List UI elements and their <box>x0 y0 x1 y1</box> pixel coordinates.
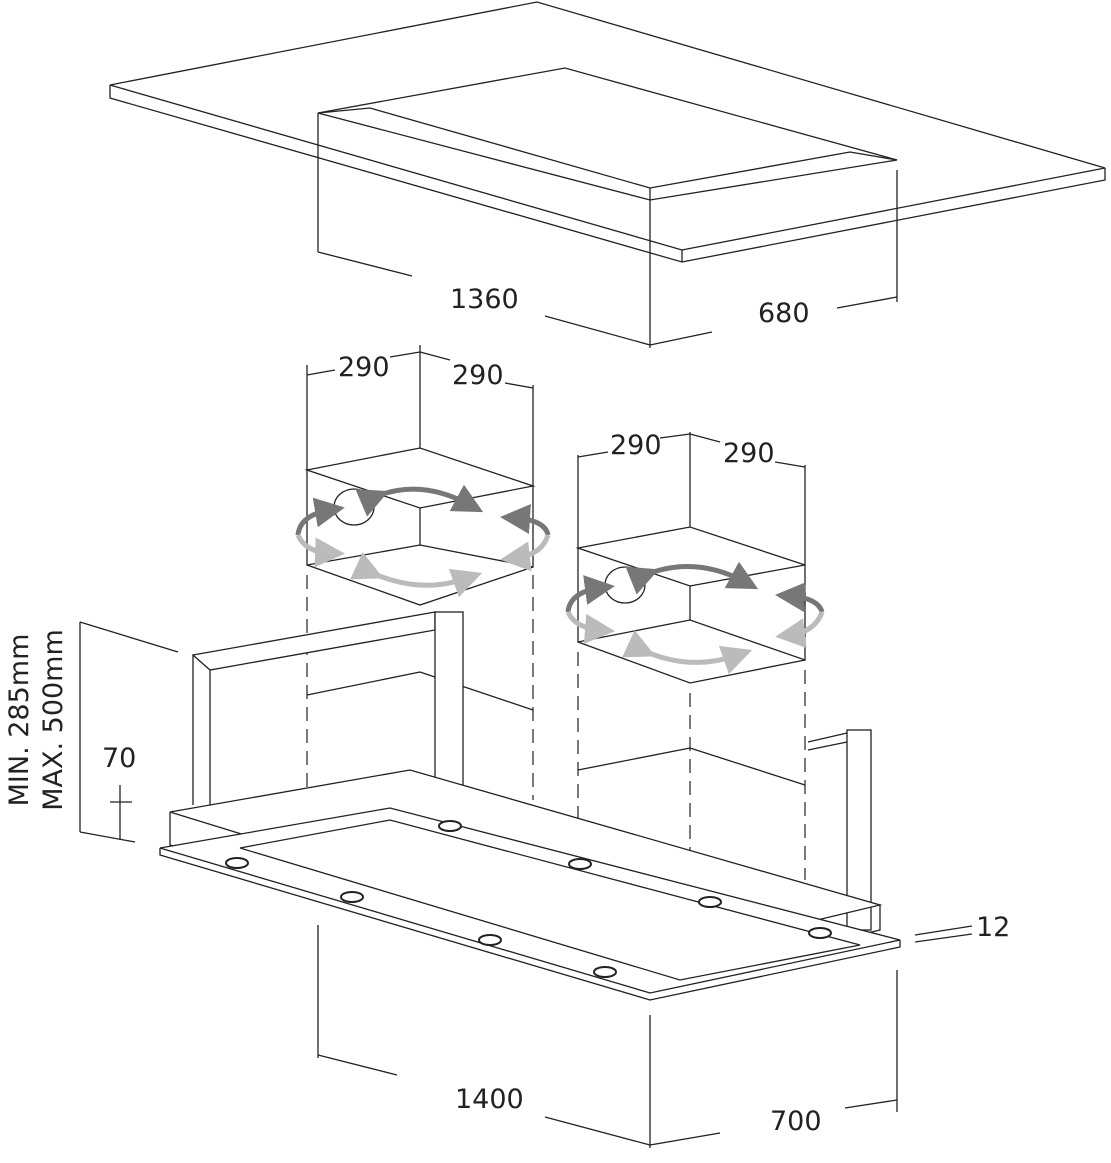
height-dimensions <box>79 621 179 843</box>
max-height-label: MAX. 500mm <box>38 629 69 811</box>
cutout-dimensions <box>317 113 898 348</box>
panel-thickness-dimension <box>914 925 973 943</box>
ceiling-cutout <box>317 67 898 201</box>
hood-dimensions <box>317 925 898 1148</box>
hood-body <box>159 769 901 1001</box>
hood-depth-label: 700 <box>770 1106 822 1137</box>
panel-thickness-label: 12 <box>976 912 1010 943</box>
duct-left-b-label: 290 <box>452 360 504 391</box>
duct-extension-lines <box>306 575 806 880</box>
frame-height-label: 70 <box>102 743 136 774</box>
duct-right-b-label: 290 <box>723 438 775 469</box>
cutout-depth-label: 680 <box>758 298 810 329</box>
hood-width-label: 1400 <box>455 1084 524 1115</box>
duct-box-right <box>565 432 825 684</box>
duct-right-a-label: 290 <box>610 430 662 461</box>
min-height-label: MIN. 285mm <box>4 634 35 807</box>
hood-lights <box>225 820 832 978</box>
cutout-width-label: 1360 <box>450 284 519 315</box>
duct-left-a-label: 290 <box>338 352 390 383</box>
duct-box-left <box>295 345 551 606</box>
